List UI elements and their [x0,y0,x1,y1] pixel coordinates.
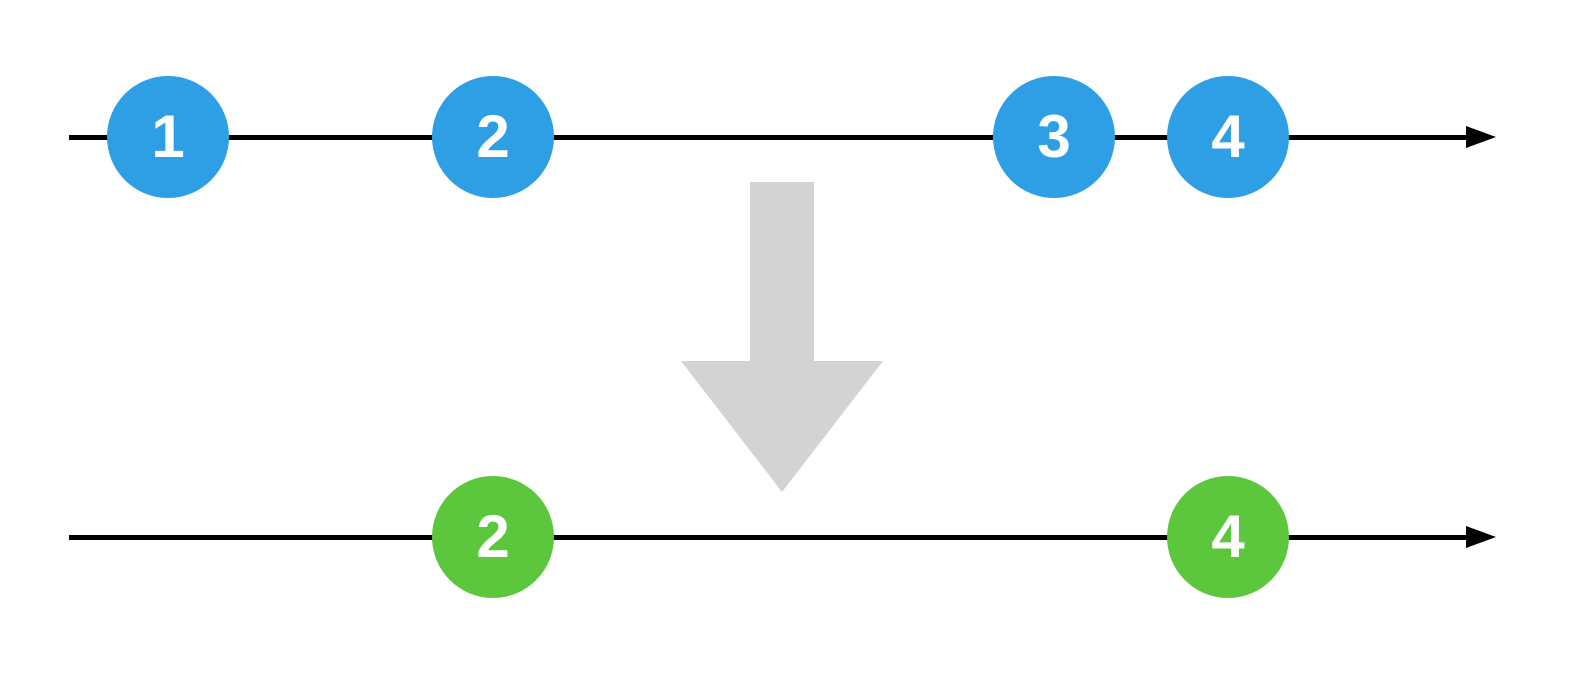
input-timeline-arrowhead-icon [1466,126,1496,148]
output-event-marble-4: 4 [1167,476,1289,598]
input-event-marble-3: 3 [993,76,1115,198]
output-timeline-arrowhead-icon [1466,526,1496,548]
input-timeline-line [69,134,1469,140]
input-event-marble-4: 4 [1167,76,1289,198]
down-arrow-head [681,361,883,492]
input-event-marble-2: 2 [432,76,554,198]
input-event-marble-1: 1 [107,76,229,198]
output-timeline-line [69,534,1469,540]
output-event-marble-2: 2 [432,476,554,598]
down-arrow-stem [750,182,814,362]
